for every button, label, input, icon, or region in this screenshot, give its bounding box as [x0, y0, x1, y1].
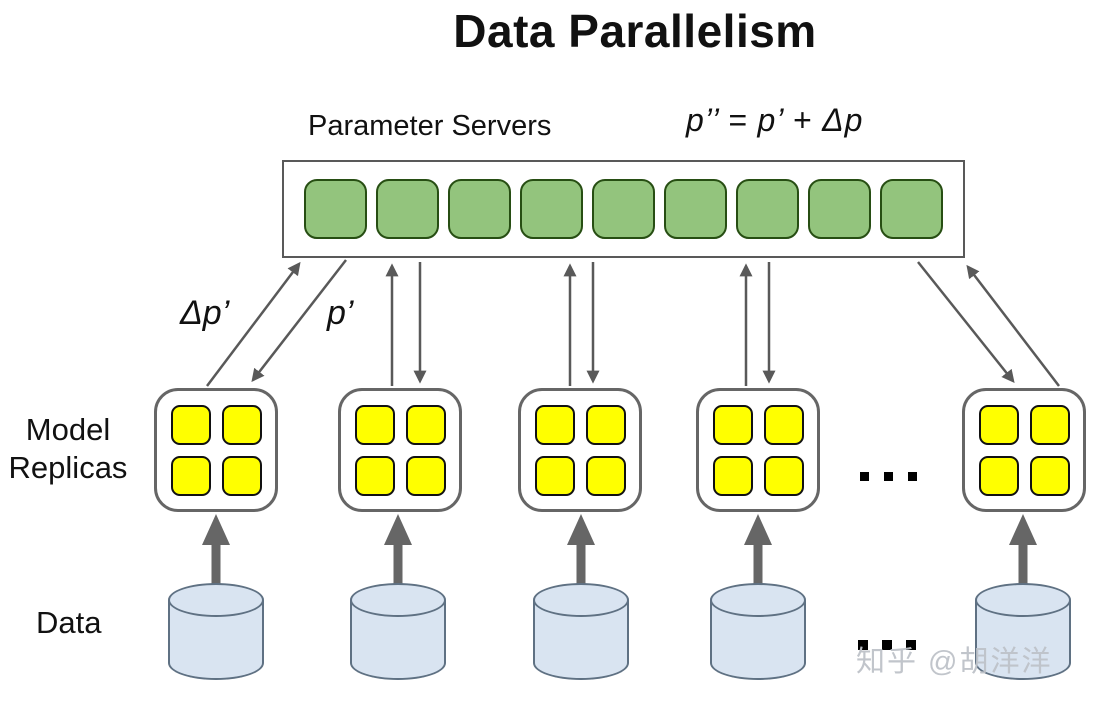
diagram-title: Data Parallelism — [453, 5, 817, 57]
replicas-ellipsis: ... — [860, 472, 917, 481]
gradient-up-arrow — [206, 261, 301, 387]
data-feed-arrow — [384, 514, 412, 600]
model-replica — [696, 388, 820, 512]
model-core — [221, 455, 262, 496]
ellipsis-dot — [884, 472, 893, 481]
cylinder-top-ellipse — [350, 583, 446, 617]
update-formula: p’’ = p’ + Δp — [686, 102, 864, 138]
data-feed-arrow — [202, 514, 230, 600]
model-core — [170, 455, 211, 496]
data-feed-arrow — [567, 514, 595, 600]
data-feed-arrow — [1009, 514, 1037, 600]
model-core — [763, 404, 804, 445]
params-down-arrow — [917, 261, 1015, 384]
model-core — [1029, 404, 1070, 445]
model-replica — [518, 388, 642, 512]
parameter-shard — [880, 179, 943, 239]
parameter-shard — [592, 179, 655, 239]
ellipsis-dot — [858, 640, 868, 650]
model-core — [354, 455, 395, 496]
data-cylinder — [975, 583, 1071, 680]
ellipsis-dot — [908, 472, 917, 481]
model-core — [978, 404, 1019, 445]
parameter-shard — [808, 179, 871, 239]
params-down-arrow — [251, 259, 347, 383]
ellipsis-dot — [906, 640, 916, 650]
parameter-shard — [448, 179, 511, 239]
data-ellipsis: ... — [858, 640, 916, 650]
parameter-shard — [376, 179, 439, 239]
model-replicas-label: Model Replicas — [8, 412, 128, 485]
model-core — [405, 404, 446, 445]
data-cylinder — [168, 583, 264, 680]
model-core — [712, 455, 753, 496]
model-core — [763, 455, 804, 496]
gradient-up-arrow — [966, 264, 1060, 387]
ellipsis-dot — [860, 472, 869, 481]
model-core — [534, 404, 575, 445]
cylinder-top-ellipse — [975, 583, 1071, 617]
model-core — [585, 404, 626, 445]
data-cylinder — [350, 583, 446, 680]
data-feed-arrow — [744, 514, 772, 600]
params-arrow-label: p’ — [327, 294, 354, 332]
model-core — [221, 404, 262, 445]
parameter-shard — [736, 179, 799, 239]
parameter-servers-box — [282, 160, 965, 258]
gradient-arrow-label: Δp’ — [180, 294, 230, 332]
data-label: Data — [36, 605, 102, 640]
model-core — [354, 404, 395, 445]
parameter-shard — [304, 179, 367, 239]
cylinder-top-ellipse — [168, 583, 264, 617]
model-replica — [962, 388, 1086, 512]
model-core — [170, 404, 211, 445]
data-cylinder — [710, 583, 806, 680]
parameter-shard — [520, 179, 583, 239]
data-cylinder — [533, 583, 629, 680]
parameter-servers-label: Parameter Servers — [308, 110, 552, 142]
model-core — [534, 455, 575, 496]
model-core — [405, 455, 446, 496]
model-core — [712, 404, 753, 445]
model-core — [585, 455, 626, 496]
model-replica — [154, 388, 278, 512]
watermark: 知乎 @胡洋洋 — [856, 646, 1053, 678]
cylinder-top-ellipse — [710, 583, 806, 617]
parameter-shard — [664, 179, 727, 239]
model-core — [978, 455, 1019, 496]
ellipsis-dot — [882, 640, 892, 650]
model-replica — [338, 388, 462, 512]
cylinder-top-ellipse — [533, 583, 629, 617]
model-core — [1029, 455, 1070, 496]
